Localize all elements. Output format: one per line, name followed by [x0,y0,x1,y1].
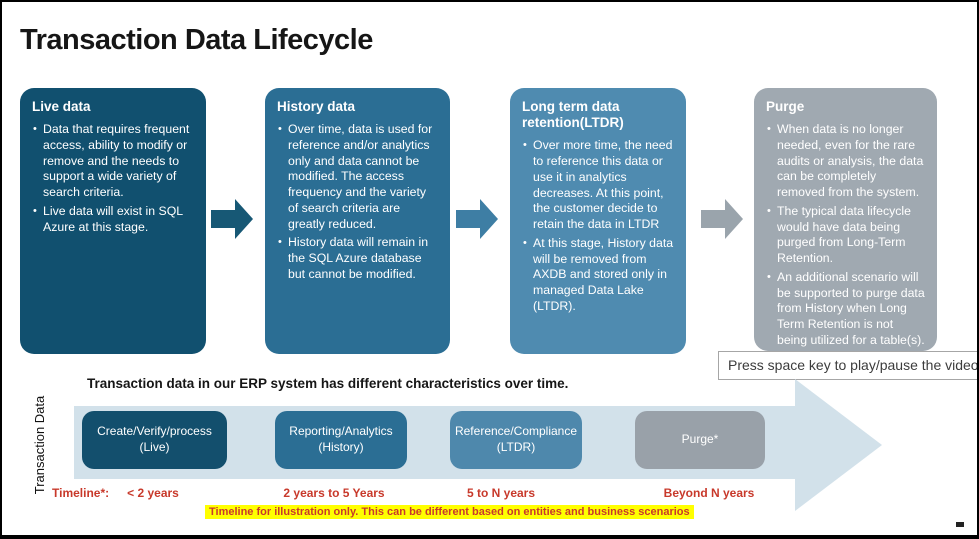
phase-chip-purge: Purge* [635,411,765,469]
phase-label: (Live) [139,440,170,454]
stage-title: Long term data retention(LTDR) [522,99,624,131]
right-arrow-icon [456,199,498,239]
stage-bullet: Data that requires frequent access, abil… [32,122,194,201]
timeline-heading: Transaction data in our ERP system has d… [87,376,569,391]
phase-label: Purge* [681,432,719,447]
timeline-arrowhead-icon [795,379,882,511]
stage-card-history-data: History data Over time, data is used for… [265,88,450,354]
stage-bullet: Over time, data is used for reference an… [277,122,438,232]
timeline-axis-label: Transaction Data [32,395,47,495]
stage-bullet: Over more time, the need to reference th… [522,138,674,232]
stage-title: Purge [766,99,805,114]
stage-title: History data [277,99,356,114]
phase-label: (History) [318,440,364,454]
duration-label: Beyond N years [663,486,755,500]
phase-chip-live: Create/Verify/process (Live) [82,411,227,469]
stage-bullet: History data will remain in the SQL Azur… [277,235,438,282]
stage-card-ltdr: Long term data retention(LTDR) Over more… [510,88,686,354]
phase-label: Reference/Compliance [454,424,578,439]
timeline-label: Timeline*: [52,486,110,500]
duration-label: 5 to N years [466,486,536,500]
duration-label: < 2 years [127,486,179,500]
stage-card-live-data: Live data Data that requires frequent ac… [20,88,206,354]
page-title: Transaction Data Lifecycle [20,24,373,56]
phase-label: (LTDR) [496,440,536,454]
video-tooltip: Press space key to play/pause the video [718,351,977,380]
phase-chip-ltdr: Reference/Compliance (LTDR) [450,411,582,469]
stage-bullet: Live data will exist in SQL Azure at thi… [32,204,194,235]
stage-title: Live data [32,99,91,114]
stage-bullet: An additional scenario will be supported… [766,270,925,349]
stage-bullet: When data is no longer needed, even for … [766,122,925,201]
right-arrow-icon [701,199,743,239]
stage-bullet: The typical data lifecycle would have da… [766,204,925,267]
right-arrow-icon [211,199,253,239]
duration-label: 2 years to 5 Years [283,486,385,500]
cursor [956,522,964,527]
disclaimer-highlight: Timeline for illustration only. This can… [205,505,694,519]
phase-chip-history: Reporting/Analytics (History) [275,411,407,469]
stage-bullet: At this stage, History data will be remo… [522,236,674,315]
phase-label: Create/Verify/process [97,424,212,439]
phase-label: Reporting/Analytics [289,424,393,439]
stage-card-purge: Purge When data is no longer needed, eve… [754,88,937,351]
